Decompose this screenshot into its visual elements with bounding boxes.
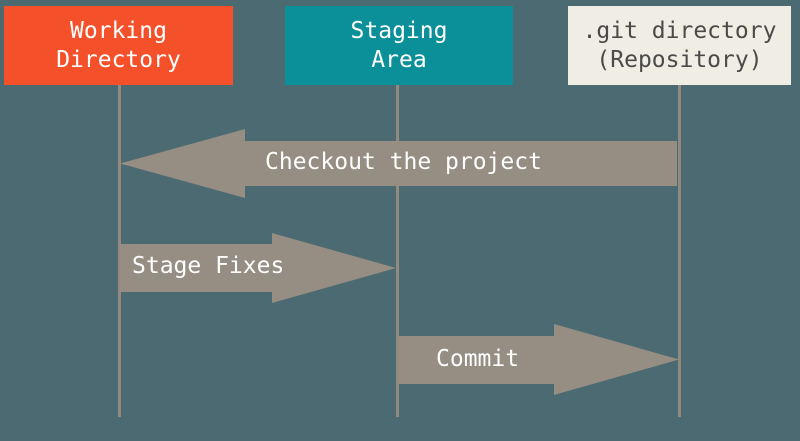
- node-git-directory-line1: .git directory: [582, 18, 777, 45]
- arrow-checkout: [120, 129, 677, 198]
- node-working-directory-line1: Working: [70, 18, 167, 45]
- arrow-label-checkout: Checkout the project: [265, 149, 542, 175]
- arrow-label-stage-fixes: Stage Fixes: [132, 253, 285, 279]
- node-git-directory-line2: (Repository): [596, 46, 763, 73]
- arrow-stage-fixes: [120, 233, 396, 303]
- node-staging-area: Staging Area: [285, 6, 513, 85]
- arrow-label-commit: Commit: [436, 346, 520, 372]
- arrow-commit: [399, 324, 679, 395]
- node-staging-area-line1: Staging: [350, 18, 448, 45]
- lifeline-working-directory: [118, 84, 121, 417]
- node-working-directory-line2: Directory: [56, 46, 181, 73]
- node-working-directory: Working Directory: [4, 6, 233, 85]
- node-staging-area-line2: Area: [371, 46, 427, 73]
- node-git-directory: .git directory (Repository): [568, 6, 791, 85]
- lifeline-git-directory: [678, 84, 681, 417]
- lifeline-staging-area: [396, 84, 399, 417]
